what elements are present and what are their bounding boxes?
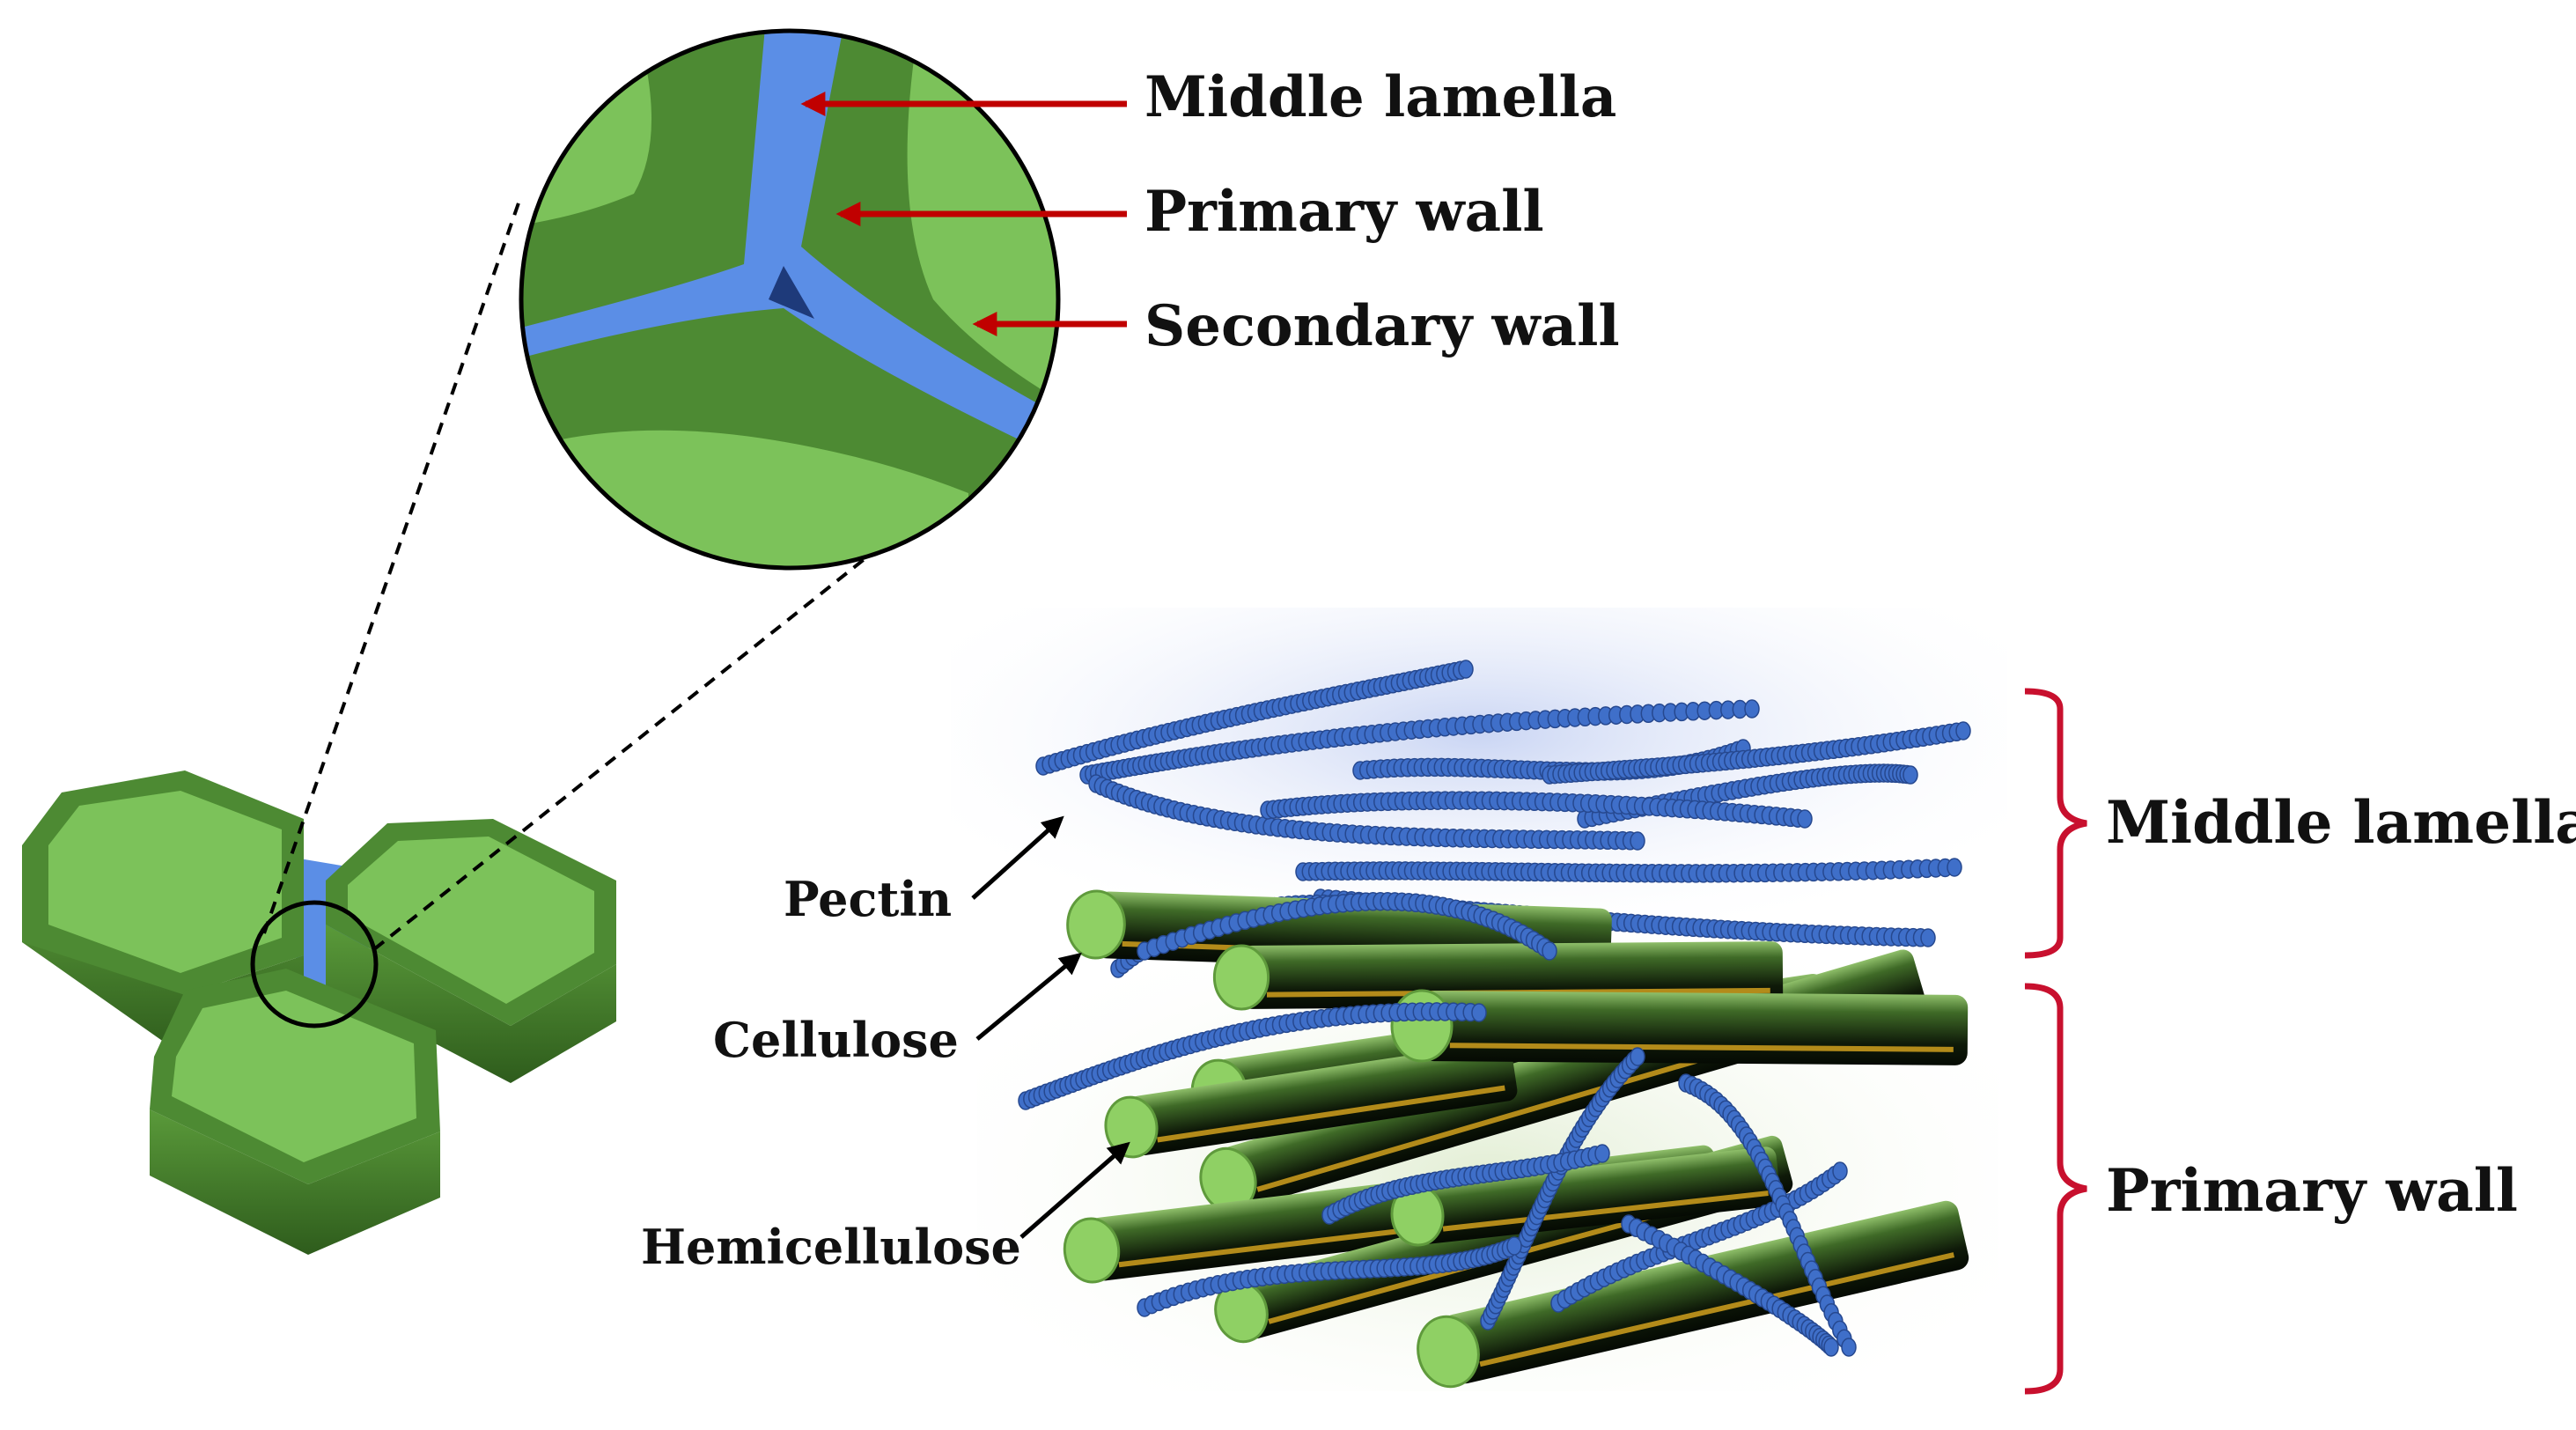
zoom-lens-icon [519,28,1061,571]
cellulose-fiber [1390,989,1969,1065]
label-pectin: Pectin [784,871,952,927]
plant-cells-icon [22,770,616,1255]
bead-strand [1542,721,1971,785]
bead-strand [1137,1236,1522,1317]
hemicellulose-strands [1018,891,1857,1357]
zoom-arrows [800,92,1127,336]
brace-middle-lamella [2024,688,2087,959]
cell-left [22,770,304,1057]
label-layer-middle-lamella: Middle lamella [2106,788,2576,857]
cell-front [150,969,440,1255]
bead-strand [1018,1002,1487,1110]
label-zoom-middle-lamella: Middle lamella [1144,64,1616,130]
bead-strand [1550,1161,1848,1313]
brace-primary-wall [2024,983,2087,1395]
bead-strand [1088,774,1645,851]
bead-strand [1137,891,1557,961]
label-hemicellulose: Hemicellulose [641,1219,1021,1275]
cellulose-fibers [1063,889,1969,1389]
label-zoom-primary-wall: Primary wall [1144,179,1544,245]
label-layer-primary-wall: Primary wall [2106,1156,2518,1225]
component-arrows [971,815,1130,1239]
wall-structure [951,608,2007,1391]
bead-strand [1079,699,1760,785]
cell-right [326,819,616,1083]
bead-strand [1295,858,1962,883]
label-cellulose: Cellulose [713,1012,959,1068]
bead-strand [1621,1214,1839,1357]
bead-strand [1321,1144,1610,1225]
zoom-focus-circle [250,900,379,1028]
zoom-line-right [372,461,988,951]
cellulose-fiber [1390,1146,1781,1247]
label-zoom-secondary-wall: Secondary wall [1144,293,1620,359]
bead-strand [1260,791,1813,829]
cellulose-fiber [1417,1200,1969,1389]
zoom-line-left [262,195,523,934]
bead-strand [1035,660,1474,776]
bead-strand [1678,1073,1857,1357]
